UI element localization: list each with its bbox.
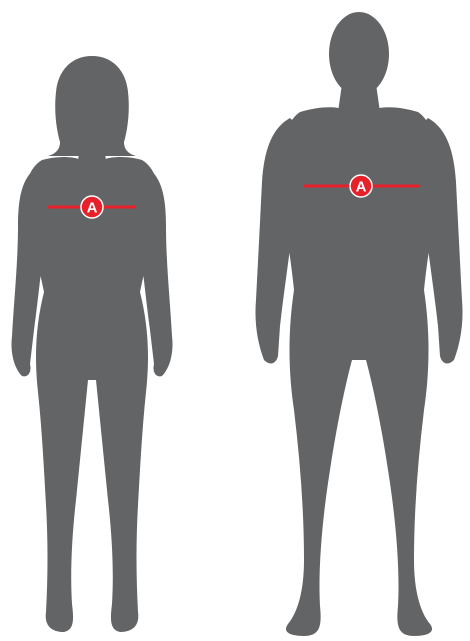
female-figure [11,56,172,632]
male-figure [255,12,462,636]
female-marker-label: A [87,200,98,217]
male-marker-label: A [356,179,367,196]
male-neck [338,84,380,112]
male-head [329,12,389,96]
female-neck [78,140,106,162]
